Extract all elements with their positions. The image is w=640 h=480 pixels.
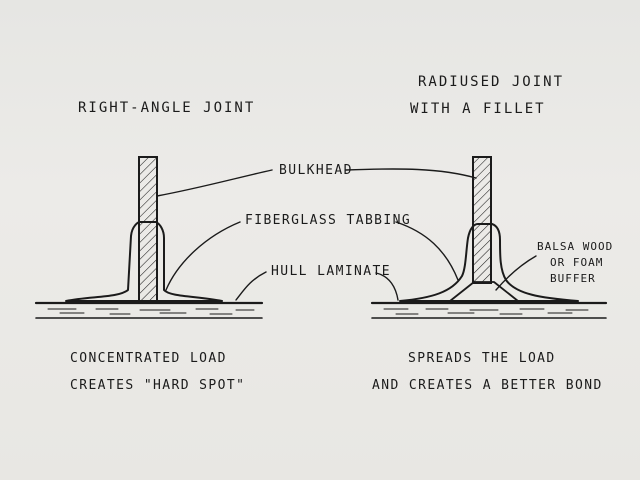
left-hull-laminate <box>34 301 264 319</box>
bulkhead-label: BULKHEAD <box>279 163 353 178</box>
right-buffer-wedge <box>449 281 519 302</box>
left-title: RIGHT-ANGLE JOINT <box>78 100 255 116</box>
right-hull-laminate <box>370 301 608 319</box>
hull-laminate-label: HULL LAMINATE <box>271 264 391 279</box>
left-caption-line1: CONCENTRATED LOAD <box>70 351 227 366</box>
right-bulkhead <box>472 156 492 284</box>
left-caption-line2: CREATES "HARD SPOT" <box>70 378 245 393</box>
fiberglass-tabbing-label: FIBERGLASS TABBING <box>245 213 411 228</box>
buffer-label-line3: BUFFER <box>550 272 596 285</box>
left-bulkhead <box>138 156 158 304</box>
buffer-label-line1: BALSA WOOD <box>537 240 613 253</box>
right-caption-line2: AND CREATES A BETTER BOND <box>372 378 603 393</box>
right-title-line2: WITH A FILLET <box>410 101 546 117</box>
right-caption-line1: SPREADS THE LOAD <box>408 351 556 366</box>
buffer-label-line2: OR FOAM <box>550 256 603 269</box>
leader-lines <box>156 168 537 301</box>
right-title-line1: RADIUSED JOINT <box>418 74 564 90</box>
